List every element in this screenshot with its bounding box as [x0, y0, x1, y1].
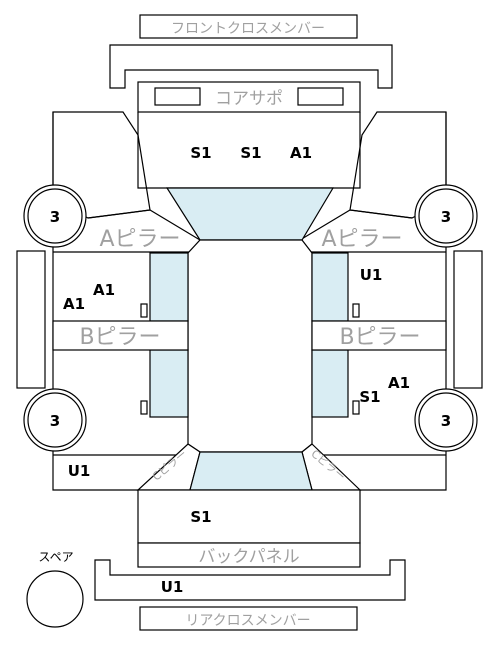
code-front-1: S1: [190, 144, 211, 162]
windshield: [165, 187, 335, 241]
front-cross-member-label: フロントクロスメンバー: [171, 21, 325, 37]
rear-cross-member-label: リアクロスメンバー: [185, 613, 310, 629]
front-right-wheel: 3: [414, 184, 478, 248]
code-left-front-door-1: A1: [93, 281, 115, 299]
left-rocker-panel: [16, 250, 46, 389]
left-rear-door-handle: [140, 400, 148, 415]
a-pillar-right-label: Aピラー: [321, 227, 402, 252]
right-rear-door-handle: [352, 400, 360, 415]
back-panel-label: バックパネル: [198, 547, 299, 567]
core-support-label: コアサポ: [215, 89, 283, 109]
front-right-wheel-value: 3: [441, 208, 451, 226]
code-front-3: A1: [290, 144, 312, 162]
b-pillar-right-label: Bピラー: [339, 325, 420, 350]
roof: [187, 239, 313, 453]
code-right-front-door: U1: [360, 266, 383, 284]
code-trunk: S1: [190, 508, 211, 526]
code-right-rear-door-1: S1: [359, 388, 380, 406]
rear-window: [189, 451, 313, 491]
back-panel-box: [137, 542, 361, 568]
code-right-rear-door-2: A1: [388, 374, 410, 392]
right-front-window: [311, 252, 349, 322]
left-front-door-handle: [140, 303, 148, 318]
left-b-pillar-band: [52, 320, 189, 351]
code-rear-member: U1: [161, 578, 184, 596]
right-rear-window: [311, 349, 349, 418]
code-left-rear-quarter: U1: [68, 462, 91, 480]
rear-cross-member-bracket: [94, 559, 406, 601]
rear-cross-member-box: [139, 606, 358, 631]
a-pillar-left-label: Aピラー: [99, 227, 180, 252]
b-pillar-left-label: Bピラー: [79, 325, 160, 350]
spare-tire: [26, 570, 84, 628]
front-left-wheel-value: 3: [50, 208, 60, 226]
left-front-window: [149, 252, 189, 322]
front-cross-member-bracket: [109, 44, 393, 89]
rear-right-wheel: 3: [414, 388, 478, 452]
front-left-wheel: 3: [23, 184, 87, 248]
rear-right-wheel-value: 3: [441, 412, 451, 430]
right-rocker-panel: [453, 250, 483, 389]
right-headlight: [297, 87, 344, 106]
left-headlight: [154, 87, 201, 106]
right-b-pillar-band: [311, 320, 447, 351]
trunk-lid: [137, 489, 361, 544]
front-cross-member-box: [139, 14, 358, 39]
rear-left-wheel-value: 3: [50, 412, 60, 430]
spare-label: スペア: [38, 550, 73, 564]
code-left-front-door-2: A1: [63, 295, 85, 313]
right-rear-quarter-line: [311, 444, 446, 456]
right-front-door-handle: [352, 303, 360, 318]
left-rear-window: [149, 349, 189, 418]
rear-left-wheel: 3: [23, 388, 87, 452]
code-front-2: S1: [240, 144, 261, 162]
